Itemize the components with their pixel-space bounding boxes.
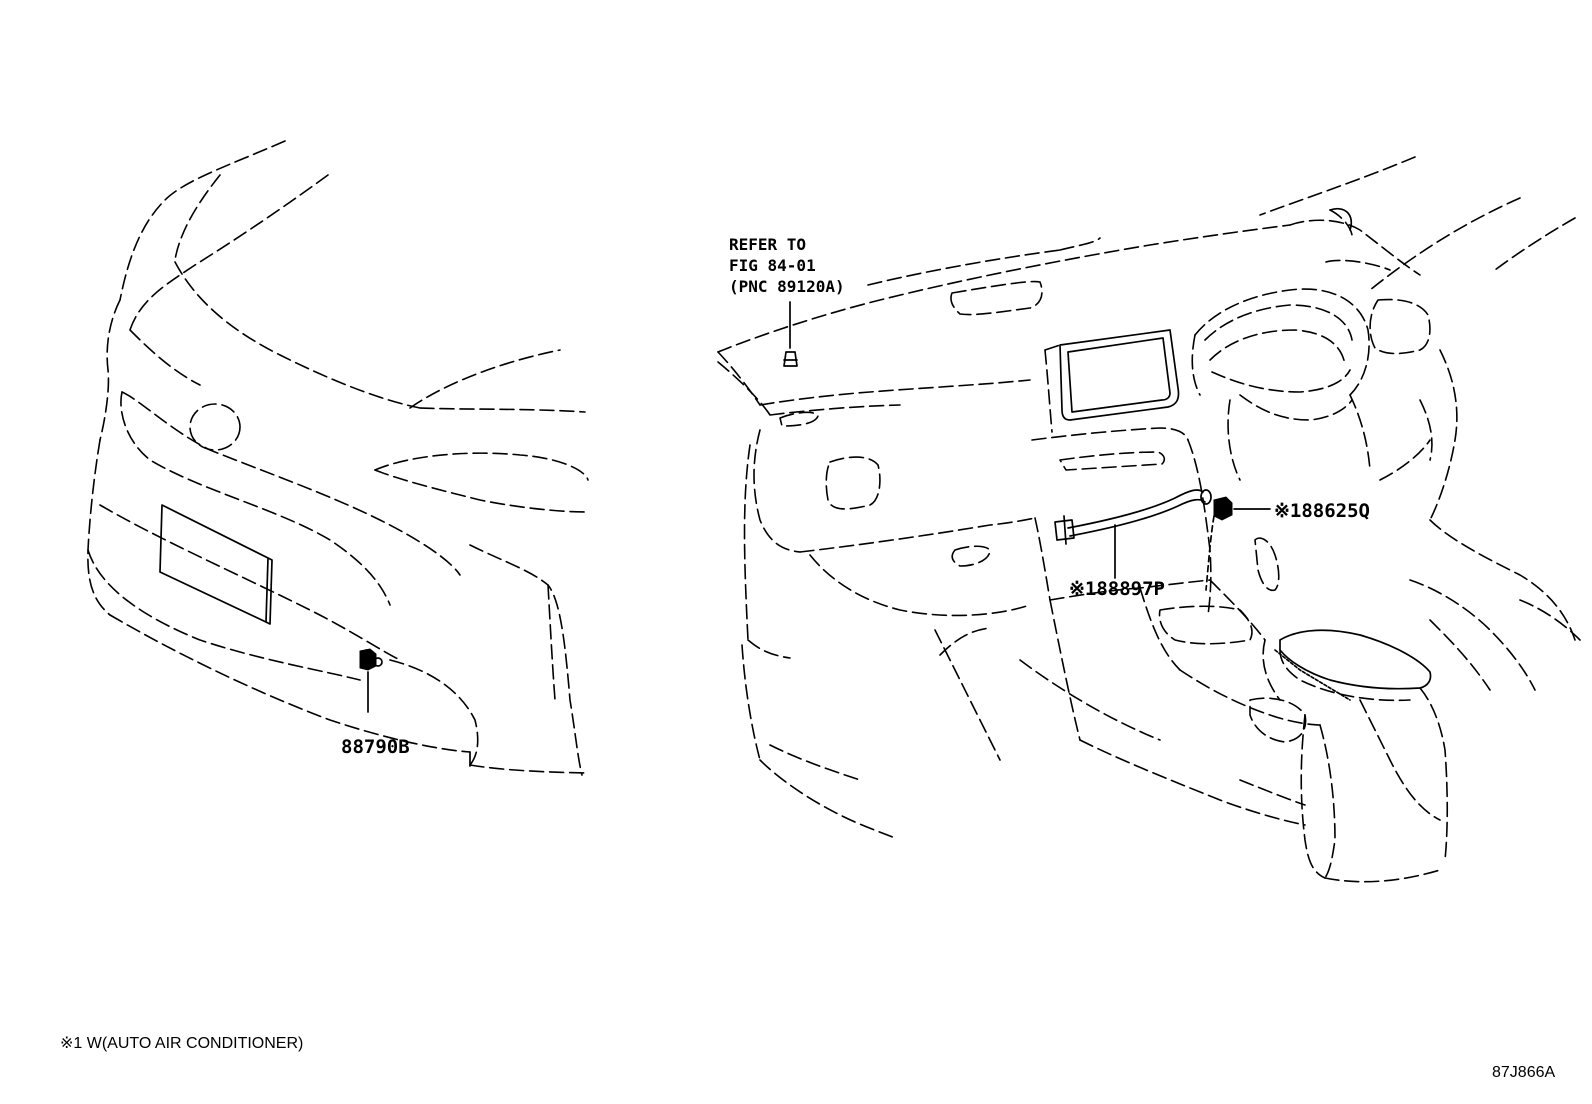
sensor-88790b-icon [359, 648, 383, 671]
refer-line-3: (PNC 89120A) [729, 277, 845, 296]
instrument-panel-view [717, 156, 1581, 883]
refer-line-2: FIG 84-01 [729, 256, 816, 275]
part-label-88897p[interactable]: ※188897P [1069, 578, 1165, 600]
clip-89120a-icon [783, 351, 798, 367]
aspirator-duct-88897p-icon [1054, 489, 1212, 545]
illustration-code: 87J866A [1492, 1064, 1556, 1081]
front-bumper-view [87, 140, 589, 776]
refer-line-1: REFER TO [729, 235, 807, 254]
footnote: ※1 W(AUTO AIR CONDITIONER) [60, 1035, 304, 1052]
sensor-88625q-icon [1213, 496, 1233, 521]
part-label-88790b[interactable]: 88790B [341, 736, 410, 758]
part-label-88625q[interactable]: ※188625Q [1274, 500, 1370, 522]
refer-note[interactable]: REFER TO FIG 84-01 (PNC 89120A) [729, 234, 845, 297]
